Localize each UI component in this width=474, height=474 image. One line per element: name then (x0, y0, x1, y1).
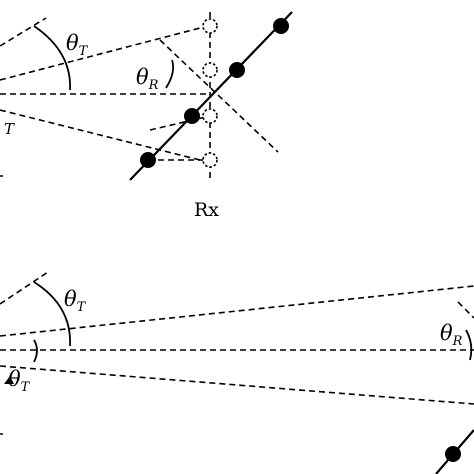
bottom-theta-r-arc (465, 329, 473, 361)
top-rx-element-2 (229, 62, 245, 78)
bottom-arrow-marker (4, 376, 14, 384)
bottom-theta-t-arc (33, 281, 71, 347)
bottom-tx-normal-line (0, 271, 49, 305)
top-virtual-element-3 (202, 108, 218, 124)
top-theta-t-label: θT (66, 31, 89, 59)
bottom-ray-lower (0, 365, 474, 405)
top-theta-t-arc (33, 25, 71, 91)
bottom-theta-t2-label: θT (8, 367, 31, 395)
top-tx-normal-line (0, 17, 47, 47)
top-theta-r-label: θR (136, 65, 159, 93)
bottom-theta-r-label: θR (440, 321, 463, 349)
bottom-rx-element (445, 446, 461, 462)
top-theta-r-arc (165, 59, 175, 89)
top-ray-lower (0, 109, 201, 161)
top-ray-connector (149, 115, 211, 131)
top-rx-array-line (129, 11, 293, 181)
top-rx-normal-line (159, 39, 279, 153)
top-rx-element-3 (184, 108, 200, 124)
top-virtual-element-2 (202, 62, 218, 78)
bottom-panel: θT θT θR (0, 271, 474, 474)
top-rx-element-4 (140, 152, 156, 168)
bottom-rx-normal-line (457, 301, 474, 319)
top-virtual-element-4 (202, 152, 218, 168)
top-virtual-element-1 (202, 18, 218, 34)
top-rx-element-1 (273, 18, 289, 34)
top-ray-upper (0, 27, 201, 81)
top-panel: θT θR T Rx (0, 11, 293, 221)
top-left-partial-label: T (4, 120, 15, 138)
bottom-theta-t-small-arc (33, 339, 38, 363)
bottom-theta-t-label: θT (64, 287, 87, 315)
rx-label: Rx (194, 199, 219, 221)
